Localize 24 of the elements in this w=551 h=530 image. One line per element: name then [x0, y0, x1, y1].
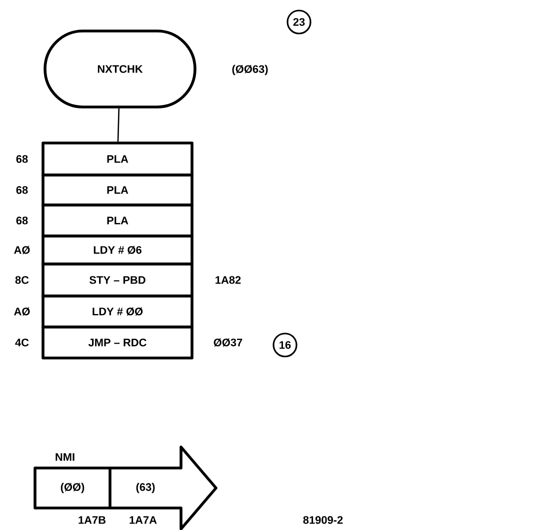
address-label: 1A82 — [216, 276, 241, 284]
opcode-label: AØ — [14, 307, 30, 316]
address-label: (ØØ63) — [232, 64, 268, 76]
connector-line — [117, 108, 120, 142]
figure-number: 81909-2 — [303, 516, 343, 524]
instruction-box: PLA — [42, 204, 194, 238]
callout-number: 23 — [286, 10, 312, 34]
opcode-label: 4C — [15, 338, 29, 346]
instruction-box: LDY # ØØ — [42, 294, 194, 328]
address-label: ØØ37 — [214, 338, 242, 347]
instruction-box: PLA — [42, 174, 194, 206]
opcode-label: 68 — [16, 186, 28, 194]
opcode-label: 8C — [15, 276, 29, 284]
opcode-label: 68 — [16, 216, 28, 224]
vector-cell: (ØØ) — [60, 482, 84, 494]
vector-cell: (63) — [108, 468, 155, 508]
opcode-label: 68 — [16, 155, 28, 163]
instruction-box: LDY # Ø6 — [42, 234, 194, 266]
instruction-box: PLA — [42, 142, 194, 176]
address-label: 1A7B — [78, 516, 106, 524]
callout-number: 16 — [272, 332, 298, 358]
instruction-box: STY – PBD — [42, 262, 194, 298]
opcode-label: AØ — [14, 246, 30, 254]
instruction-box: JMP – RDC — [42, 326, 194, 360]
